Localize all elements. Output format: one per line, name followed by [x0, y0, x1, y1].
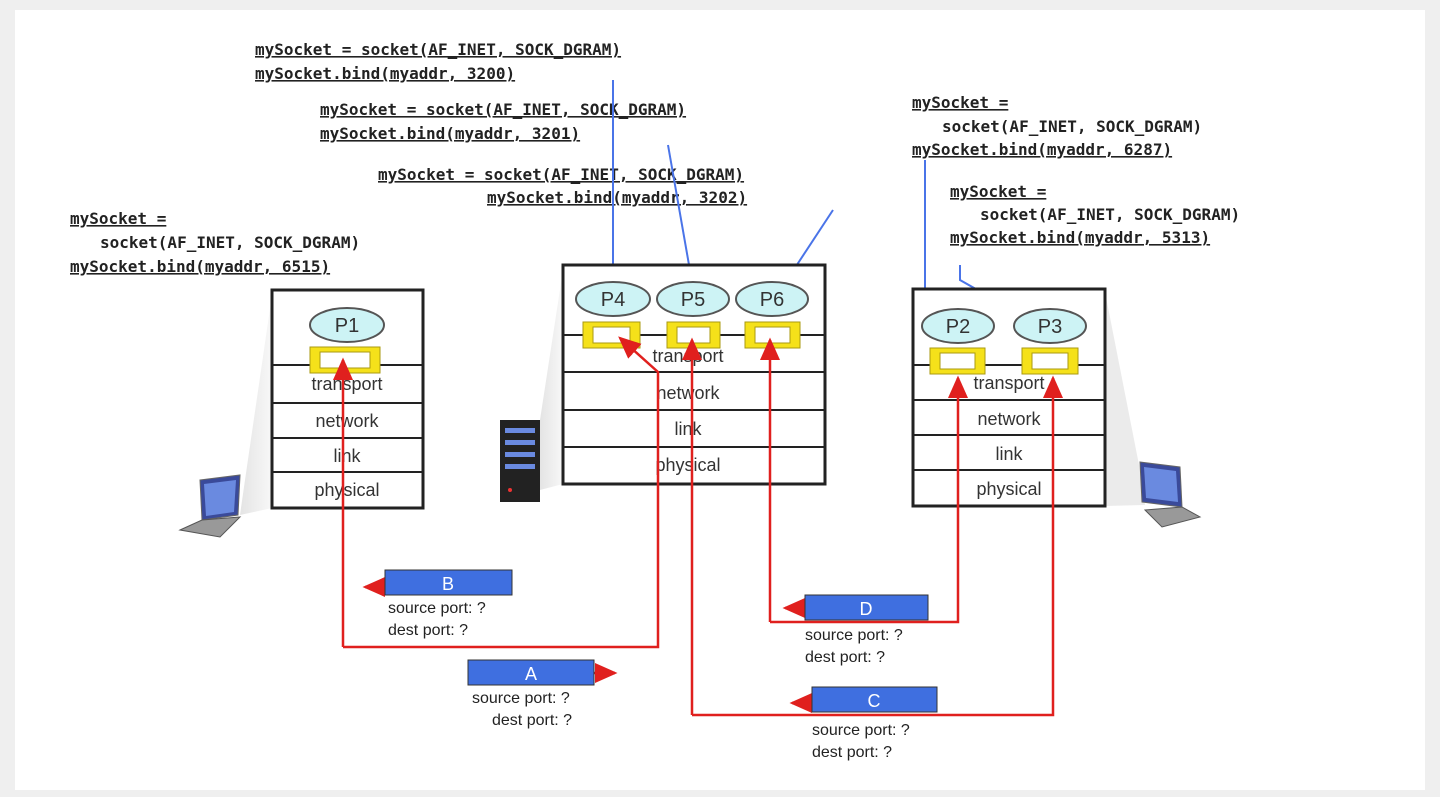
layer-physical: physical — [655, 455, 720, 475]
server-icon — [500, 420, 540, 502]
layer-transport: transport — [973, 373, 1044, 393]
code-block-6515: mySocket = socket(AF_INET, SOCK_DGRAM) m… — [70, 209, 360, 276]
code-block-5313: mySocket = socket(AF_INET, SOCK_DGRAM) m… — [950, 182, 1240, 247]
process-p3 — [1013, 308, 1087, 344]
svg-text:mySocket =: mySocket = — [70, 209, 166, 228]
layer-physical: physical — [314, 480, 379, 500]
svg-text:P3: P3 — [1038, 316, 1062, 338]
svg-text:dest port: ?: dest port: ? — [812, 744, 892, 761]
svg-text:socket(AF_INET, SOCK_DGRAM): socket(AF_INET, SOCK_DGRAM) — [100, 233, 360, 252]
svg-text:P5: P5 — [681, 289, 705, 311]
svg-text:P1: P1 — [335, 315, 359, 337]
packet-d: D source port: ? dest port: ? — [804, 594, 929, 666]
svg-text:source port: ?: source port: ? — [805, 627, 903, 644]
code-block-3200: mySocket = socket(AF_INET, SOCK_DGRAM) m… — [255, 40, 621, 83]
svg-text:B: B — [442, 574, 454, 594]
layer-transport: transport — [652, 346, 723, 366]
svg-text:P4: P4 — [601, 289, 625, 311]
packet-b: B source port: ? dest port: ? — [384, 569, 513, 639]
process-p1 — [309, 307, 385, 343]
socket-p2 — [929, 347, 986, 375]
svg-text:dest port: ?: dest port: ? — [805, 649, 885, 666]
layer-network: network — [315, 411, 379, 431]
svg-text:dest port: ?: dest port: ? — [492, 712, 572, 729]
packet-flows — [333, 336, 1063, 717]
socket-p4 — [582, 321, 641, 349]
svg-text:mySocket.bind(myaddr, 3200): mySocket.bind(myaddr, 3200) — [255, 64, 515, 83]
svg-text:A: A — [525, 664, 537, 684]
layer-link: link — [674, 419, 702, 439]
socket-p6 — [744, 321, 801, 349]
layer-link: link — [333, 446, 361, 466]
svg-text:D: D — [860, 599, 873, 619]
code-block-6287: mySocket = socket(AF_INET, SOCK_DGRAM) m… — [912, 93, 1202, 159]
process-p5 — [656, 281, 730, 317]
code-block-3201: mySocket = socket(AF_INET, SOCK_DGRAM) m… — [320, 100, 686, 143]
layer-transport: transport — [311, 374, 382, 394]
svg-text:mySocket.bind(myaddr, 6287): mySocket.bind(myaddr, 6287) — [912, 140, 1172, 159]
svg-text:mySocket = socket(AF_INET, SOC: mySocket = socket(AF_INET, SOCK_DGRAM) — [320, 100, 686, 119]
svg-text:mySocket.bind(myaddr, 5313): mySocket.bind(myaddr, 5313) — [950, 228, 1210, 247]
svg-text:source port: ?: source port: ? — [812, 722, 910, 739]
process-p6 — [735, 281, 809, 317]
process-p4 — [575, 281, 651, 317]
process-p2 — [921, 308, 995, 344]
socket-p1 — [309, 346, 381, 374]
socket-p3 — [1021, 347, 1079, 375]
svg-text:socket(AF_INET, SOCK_DGRAM): socket(AF_INET, SOCK_DGRAM) — [942, 117, 1202, 136]
svg-text:source port: ?: source port: ? — [388, 600, 486, 617]
svg-text:C: C — [868, 691, 881, 711]
svg-text:mySocket.bind(myaddr, 3201): mySocket.bind(myaddr, 3201) — [320, 124, 580, 143]
svg-text:mySocket =: mySocket = — [950, 182, 1046, 201]
svg-text:mySocket = socket(AF_INET, SOC: mySocket = socket(AF_INET, SOCK_DGRAM) — [255, 40, 621, 59]
socket-p5 — [666, 321, 721, 349]
code-block-3202: mySocket = socket(AF_INET, SOCK_DGRAM) m… — [378, 165, 747, 207]
laptop-icon — [1139, 461, 1202, 528]
svg-text:mySocket.bind(myaddr, 3202): mySocket.bind(myaddr, 3202) — [487, 188, 747, 207]
svg-text:mySocket.bind(myaddr, 6515): mySocket.bind(myaddr, 6515) — [70, 257, 330, 276]
svg-text:mySocket =: mySocket = — [912, 93, 1008, 112]
layer-network: network — [977, 409, 1041, 429]
laptop-icon — [178, 474, 242, 538]
packet-a: A source port: ? dest port: ? — [467, 659, 595, 729]
svg-text:mySocket = socket(AF_INET, SOC: mySocket = socket(AF_INET, SOCK_DGRAM) — [378, 165, 744, 184]
svg-text:dest port: ?: dest port: ? — [388, 622, 468, 639]
svg-text:P2: P2 — [946, 316, 970, 338]
svg-text:P6: P6 — [760, 289, 784, 311]
svg-text:source port: ?: source port: ? — [472, 690, 570, 707]
sockets — [309, 321, 1079, 375]
svg-text:socket(AF_INET, SOCK_DGRAM): socket(AF_INET, SOCK_DGRAM) — [980, 205, 1240, 224]
packet-c: C source port: ? dest port: ? — [811, 686, 938, 761]
layer-network: network — [656, 383, 720, 403]
layer-link: link — [995, 444, 1023, 464]
layer-physical: physical — [976, 479, 1041, 499]
